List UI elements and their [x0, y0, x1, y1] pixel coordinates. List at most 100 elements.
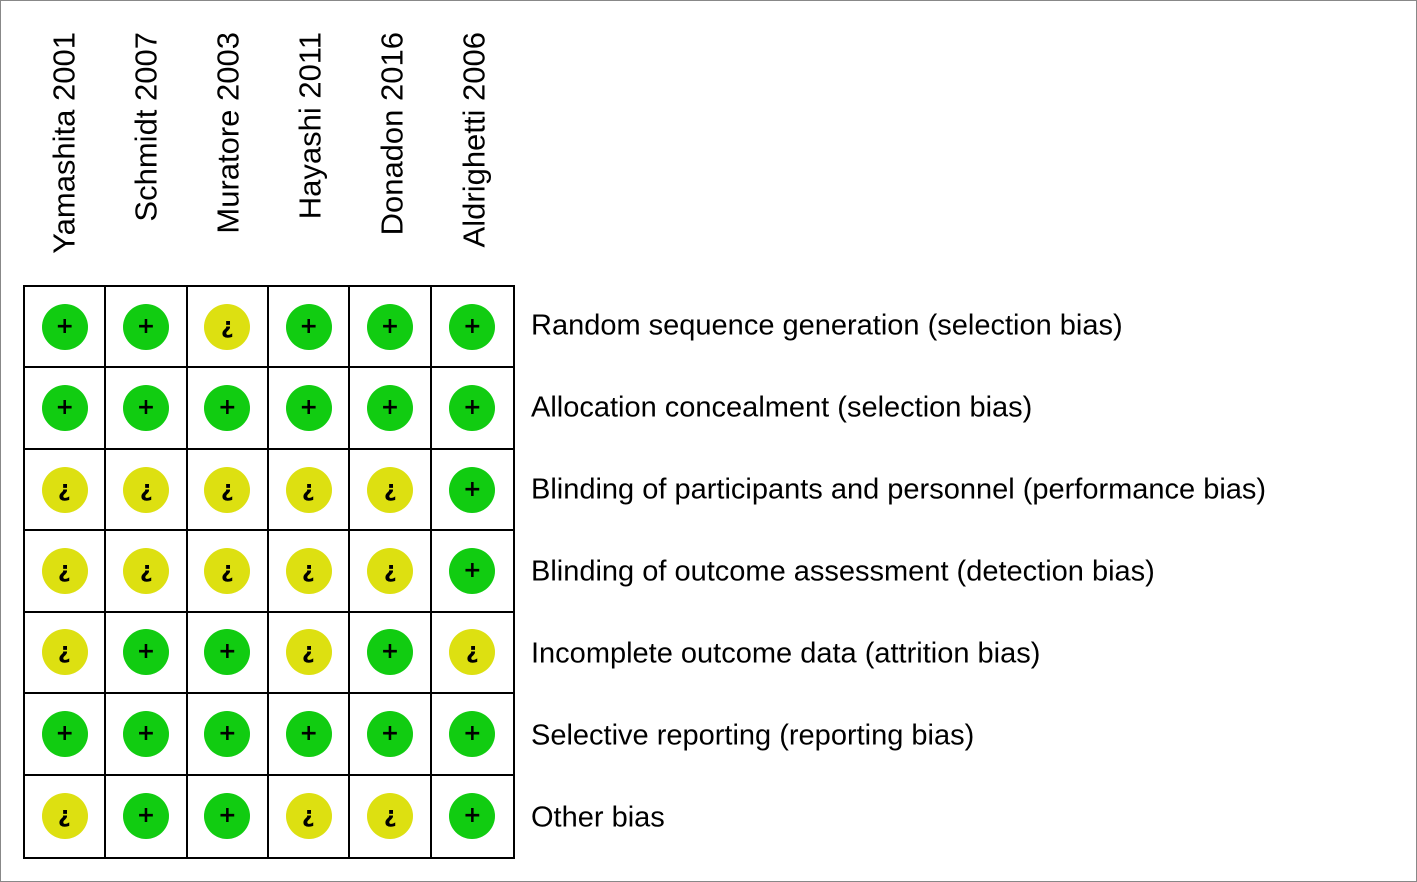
risk-of-bias-grid: ++?+++++++++?????+?????+?++?+?++++++?++?…	[23, 285, 515, 859]
domain-label: Selective reporting (reporting bias)	[531, 719, 975, 752]
low-risk-icon: +	[204, 793, 251, 840]
grid-cell: +	[431, 450, 513, 532]
judgement-symbol: ?	[302, 640, 316, 666]
low-risk-icon: +	[366, 385, 413, 432]
judgement-symbol: +	[136, 313, 156, 339]
study-label: Donadon 2016	[374, 32, 410, 236]
grid-cell: +	[25, 694, 107, 776]
grid-cell: ?	[269, 449, 351, 532]
judgement-symbol: +	[463, 557, 482, 583]
domain-label: Incomplete outcome data (attrition bias)	[531, 637, 1041, 670]
study-header: Donadon 2016	[351, 0, 433, 285]
unclear-risk-icon: ?	[41, 466, 88, 513]
low-risk-icon: +	[122, 385, 169, 432]
grid-cell: +	[432, 776, 513, 857]
judgement-symbol: +	[380, 395, 400, 421]
unclear-risk-icon: ?	[41, 547, 88, 594]
grid-cell: ?	[187, 287, 269, 369]
study-label: Aldrighetti 2006	[456, 32, 492, 248]
judgement-symbol: +	[218, 720, 237, 746]
grid-cell: ?	[350, 449, 432, 532]
unclear-risk-icon: ?	[366, 793, 413, 840]
unclear-risk-icon: ?	[204, 466, 251, 513]
grid-cell: +	[269, 368, 351, 450]
low-risk-icon: +	[285, 385, 332, 432]
grid-cell: +	[269, 694, 351, 776]
low-risk-icon: +	[285, 710, 332, 757]
grid-cell: ?	[269, 612, 351, 695]
study-header: Yamashita 2001	[23, 0, 105, 285]
unclear-risk-icon: ?	[285, 629, 332, 676]
low-risk-icon: +	[204, 629, 251, 676]
low-risk-icon: +	[366, 303, 413, 350]
study-label: Muratore 2003	[210, 32, 246, 234]
unclear-risk-icon: ?	[122, 466, 169, 513]
low-risk-icon: +	[449, 547, 496, 594]
unclear-risk-icon: ?	[366, 466, 413, 513]
domain-label: Other bias	[531, 801, 665, 834]
judgement-symbol: +	[463, 720, 482, 746]
judgement-symbol: +	[299, 720, 318, 746]
low-risk-icon: +	[366, 629, 413, 676]
judgement-symbol: ?	[58, 558, 72, 584]
judgement-symbol: ?	[302, 804, 316, 830]
grid-cell: +	[106, 368, 188, 450]
grid-cell: ?	[187, 531, 269, 613]
unclear-risk-icon: ?	[449, 629, 496, 676]
judgement-symbol: +	[463, 395, 482, 421]
grid-cell: +	[431, 287, 513, 369]
low-risk-icon: +	[449, 710, 496, 757]
judgement-symbol: +	[299, 313, 318, 339]
study-label: Schmidt 2007	[128, 32, 164, 222]
unclear-risk-icon: ?	[285, 547, 332, 594]
low-risk-icon: +	[122, 629, 169, 676]
judgement-symbol: +	[136, 720, 156, 746]
judgement-symbol: +	[136, 395, 156, 421]
low-risk-icon: +	[285, 303, 332, 350]
grid-cell: +	[188, 775, 269, 857]
grid-cell: ?	[106, 449, 188, 532]
unclear-risk-icon: ?	[366, 547, 413, 594]
judgement-symbol: +	[218, 395, 237, 421]
low-risk-icon: +	[122, 303, 169, 350]
grid-cell: ?	[106, 531, 188, 613]
judgement-symbol: ?	[220, 314, 234, 340]
low-risk-icon: +	[449, 466, 496, 513]
low-risk-icon: +	[41, 710, 88, 757]
grid-cell: +	[350, 612, 432, 695]
judgement-symbol: ?	[383, 477, 397, 503]
judgement-symbol: +	[299, 395, 318, 421]
judgement-symbol: +	[463, 803, 482, 829]
grid-cell: +	[106, 287, 188, 369]
judgement-symbol: +	[380, 720, 400, 746]
low-risk-icon: +	[122, 710, 169, 757]
judgement-symbol: +	[463, 476, 482, 502]
domain-label: Blinding of participants and personnel (…	[531, 473, 1267, 506]
low-risk-icon: +	[204, 710, 251, 757]
grid-cell: +	[350, 694, 432, 776]
grid-cell: ?	[269, 531, 351, 613]
study-header: Aldrighetti 2006	[433, 0, 515, 285]
grid-cell: +	[431, 368, 513, 450]
grid-cell: +	[106, 694, 188, 776]
judgement-symbol: +	[55, 720, 74, 746]
unclear-risk-icon: ?	[41, 629, 88, 676]
judgement-symbol: ?	[58, 804, 72, 830]
low-risk-icon: +	[122, 793, 169, 840]
study-label: Yamashita 2001	[46, 32, 82, 254]
judgement-symbol: ?	[302, 558, 316, 584]
study-label: Hayashi 2011	[292, 32, 328, 220]
grid-cell: ?	[25, 775, 107, 857]
judgement-symbol: ?	[58, 477, 72, 503]
judgement-symbol: ?	[139, 477, 153, 503]
judgement-symbol: ?	[383, 804, 397, 830]
judgement-symbol: ?	[139, 558, 153, 584]
unclear-risk-icon: ?	[204, 303, 251, 350]
judgement-symbol: +	[136, 803, 156, 829]
domain-label: Allocation concealment (selection bias)	[531, 391, 1033, 424]
low-risk-icon: +	[449, 385, 496, 432]
low-risk-icon: +	[204, 385, 251, 432]
study-header: Muratore 2003	[187, 0, 269, 285]
domain-label: Random sequence generation (selection bi…	[531, 309, 1123, 342]
judgement-symbol: ?	[220, 477, 234, 503]
